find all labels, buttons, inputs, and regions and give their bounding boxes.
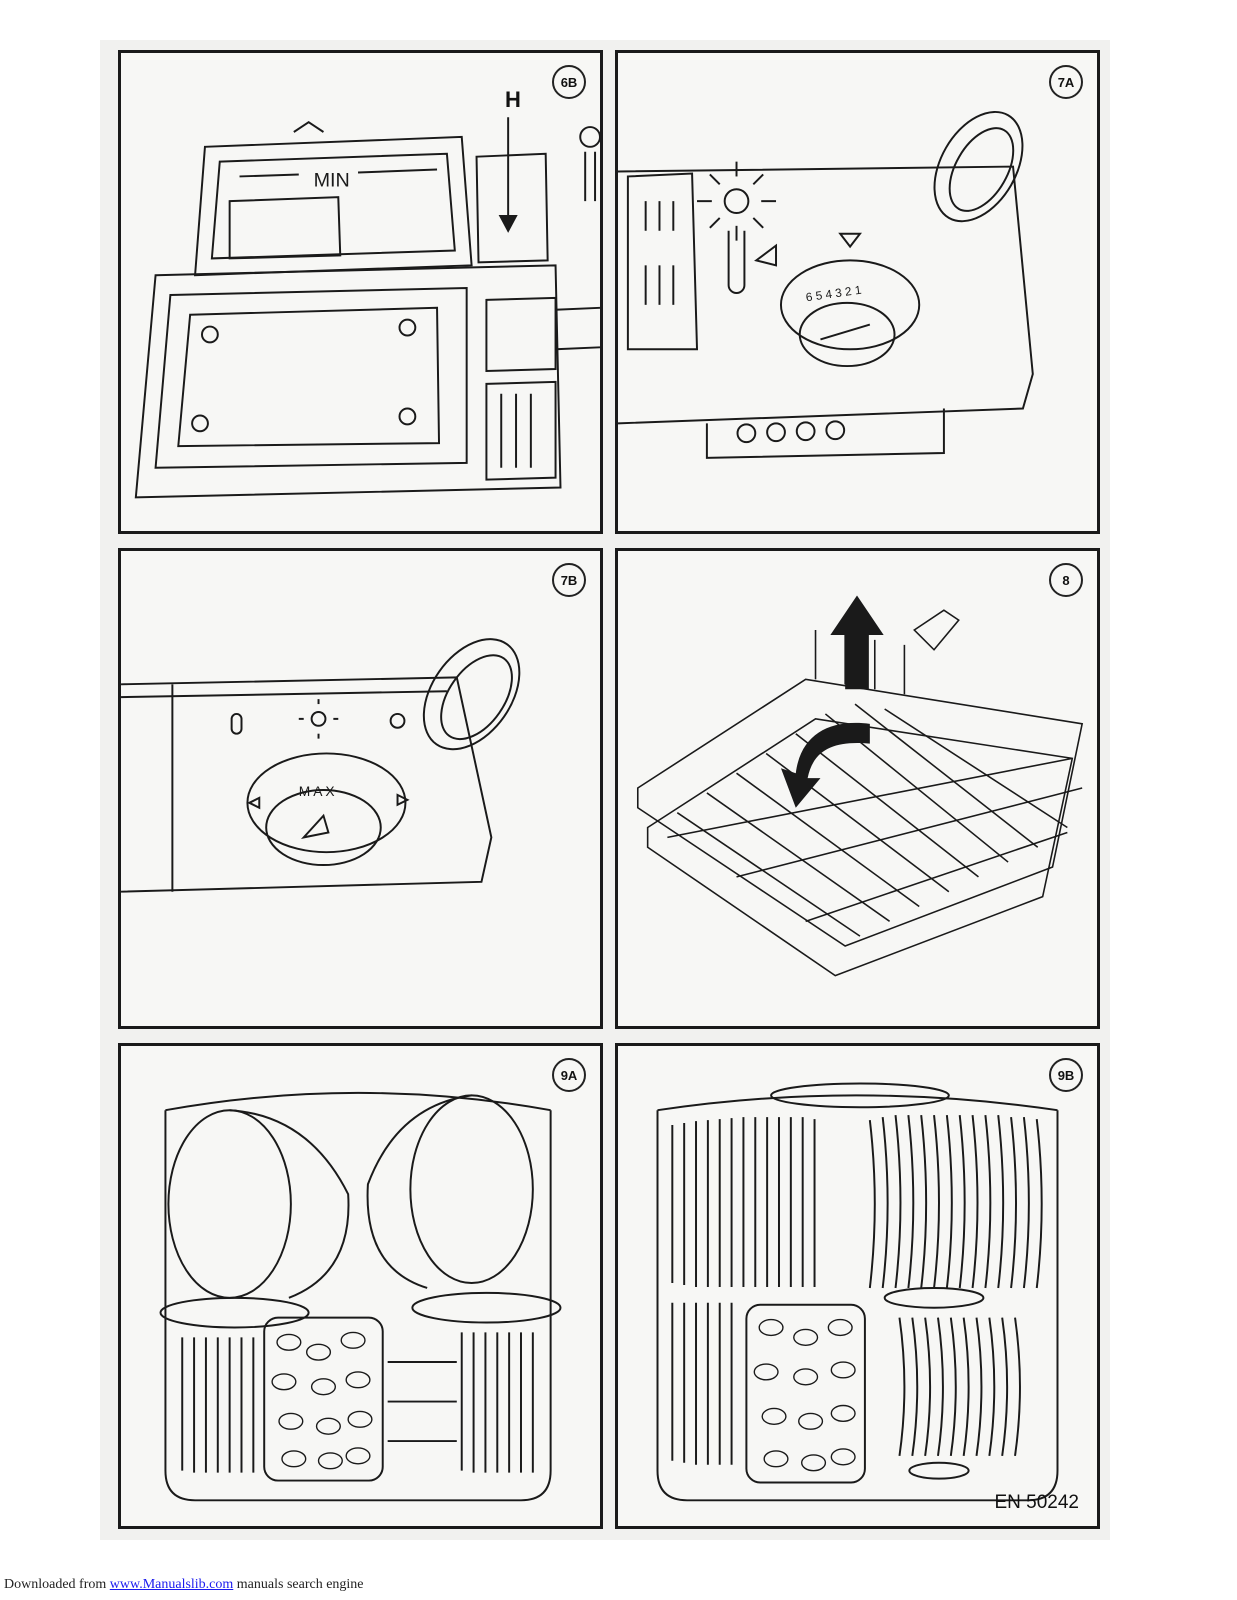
figure-badge: 8	[1049, 563, 1083, 597]
figure-7a: 6 5 4 3 2 1 7A	[615, 50, 1100, 534]
standard-code: EN 50242	[994, 1492, 1079, 1513]
manualslib-link[interactable]: www.Manualslib.com	[109, 1577, 234, 1592]
figure-9a: 9A	[118, 1043, 603, 1529]
max-mark: MAX	[299, 783, 338, 799]
figure-7b: MAX 7B	[118, 548, 603, 1029]
dosage-dial-illustration: MAX	[121, 638, 521, 893]
dial-numbers: 6 5 4 3 2 1	[805, 283, 863, 305]
figure-badge: 9A	[552, 1058, 586, 1092]
rinse-aid-dispenser-illustration: 6 5 4 3 2 1	[618, 110, 1034, 459]
figure-9b: 9B EN 50242	[615, 1043, 1100, 1529]
manual-page: MIN 6B H 6 5 4 3	[100, 40, 1110, 1540]
figure-badge: 7A	[1049, 65, 1083, 99]
figure-8: 8	[615, 548, 1100, 1029]
footer-prefix: Downloaded from	[4, 1577, 110, 1592]
cutlery-basket-illustration	[636, 595, 1084, 977]
figure-badge: 6B	[552, 65, 586, 99]
footer-suffix: manuals search engine	[233, 1577, 364, 1592]
lower-basket-loading-illustration	[656, 1082, 1059, 1502]
upper-basket-loading-illustration	[159, 1091, 562, 1502]
detergent-dispenser-illustration: MIN	[134, 117, 600, 499]
label-h: H	[505, 87, 521, 112]
download-footer: Downloaded from www.Manualslib.com manua…	[4, 1577, 364, 1593]
figure-6b: MIN 6B H	[118, 50, 603, 534]
min-mark: MIN	[314, 169, 350, 191]
figure-badge: 7B	[552, 563, 586, 597]
figure-badge: 9B	[1049, 1058, 1083, 1092]
